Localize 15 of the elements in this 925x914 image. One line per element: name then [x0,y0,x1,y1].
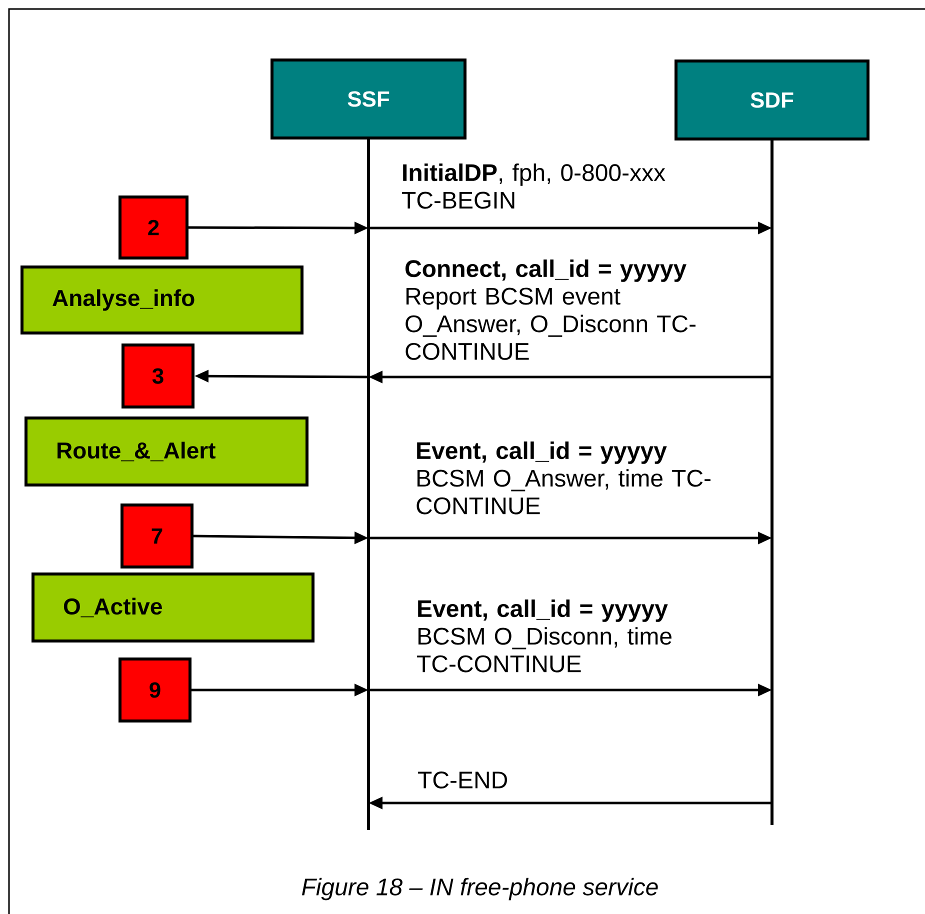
phase-box: Route_&_Alert [24,416,308,486]
message-label: Connect, call_id = yyyyy Report BCSM event O_Answer, O_Disconn TC-CONTINUE [406,260,696,360]
lifeline-head-box: SSF [270,58,466,140]
figure-caption: Figure 18 – IN free-phone service [302,878,658,900]
lifeline-head-box: SDF [674,60,870,140]
step-number-box: 7 [120,504,194,568]
phase-box: Analyse_info [20,266,304,334]
phase-box: O_Active [32,572,314,642]
step-number-box: 2 [118,196,188,260]
message-label: InitialDP, fph, 0-800-xxx TC-BEGIN [402,164,666,209]
message-label: Event, call_id = yyyyy BCSM O_Disconn, time TC-CONTINUE [417,600,672,672]
message-label: TC-END [418,772,508,788]
step-number-box: 9 [118,658,192,722]
step-number-box: 3 [122,344,194,408]
message-label: Event, call_id = yyyyy BCSM O_Answer, time TC-CONTINUE [416,442,710,514]
